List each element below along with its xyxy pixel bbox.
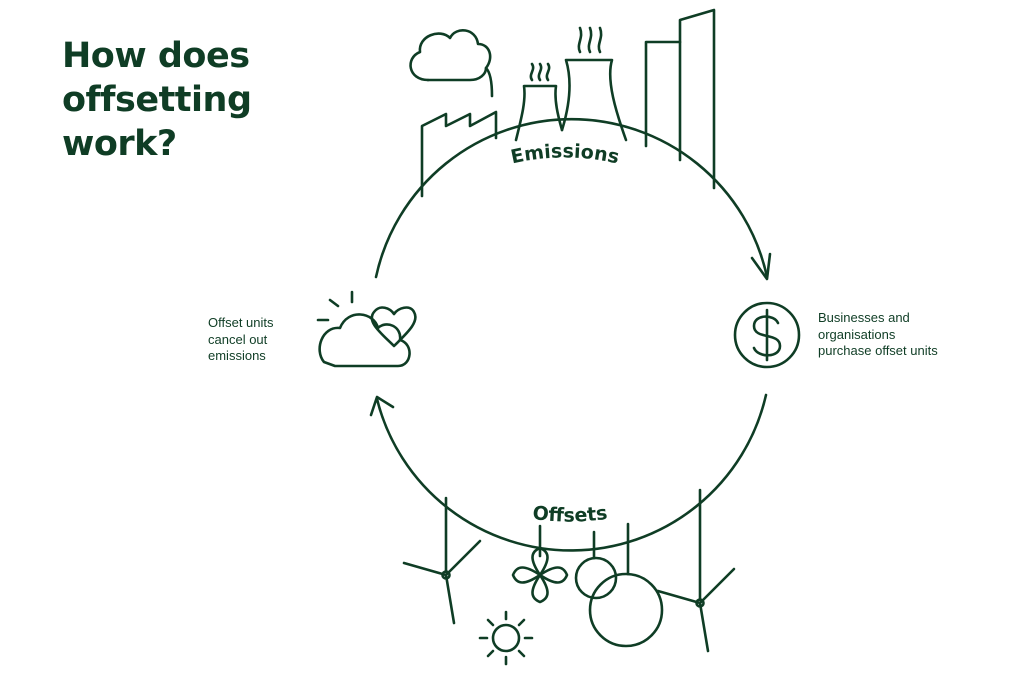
tree-icon	[574, 522, 664, 648]
title-line-2: offsetting	[62, 80, 252, 120]
arrow-left-icon	[369, 395, 395, 417]
cooling-tower-icon	[514, 26, 628, 142]
sun-icon	[478, 610, 534, 666]
title-line-3: work?	[62, 124, 177, 164]
emission-sources	[409, 8, 716, 198]
cloud-heart-icon	[316, 290, 417, 368]
left-step-label: Offset units cancel out emissions	[208, 315, 274, 365]
cloud-icon	[409, 29, 494, 98]
factory-icon	[420, 110, 498, 198]
offsets-arc	[369, 393, 768, 552]
right-label-line-2: organisations	[818, 326, 896, 342]
emissions-label: Emissions	[509, 140, 621, 168]
left-label-line-2: cancel out	[208, 331, 268, 347]
left-label-line-1: Offset units	[208, 315, 274, 330]
offset-projects	[402, 488, 736, 666]
offsets-label: Offsets	[531, 502, 608, 527]
skyscraper-icon	[644, 8, 716, 190]
left-label-line-3: emissions	[208, 348, 266, 363]
right-step-label: Businesses and organisations purchase of…	[818, 310, 938, 360]
flower-icon	[511, 524, 569, 604]
wind-turbine-icon	[402, 496, 482, 625]
emissions-arc	[374, 117, 772, 281]
wind-turbine-icon	[656, 488, 736, 653]
title-line-1: How does	[62, 36, 250, 76]
page-title: How does offsetting work?	[62, 34, 252, 166]
dollar-coin-icon	[733, 301, 801, 369]
right-label-line-3: purchase offset units	[818, 343, 938, 358]
right-label-line-1: Businesses and	[818, 310, 910, 325]
arrow-right-icon	[750, 252, 772, 281]
